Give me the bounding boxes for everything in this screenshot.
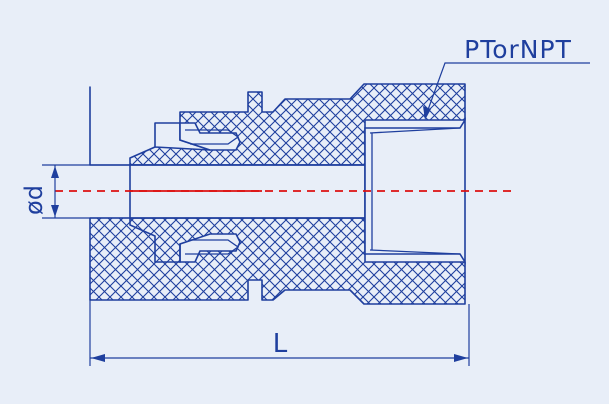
- collet-slot-bottom: [179, 233, 241, 263]
- left-nose-section: [129, 218, 181, 263]
- length-arrow-left: [91, 354, 105, 362]
- thread-callout-arrow: [423, 106, 431, 120]
- fitting-body-upper-half: [89, 83, 466, 166]
- diameter-arrow-top: [51, 166, 59, 178]
- collet-groove-top: [185, 129, 240, 145]
- thread-callout-leader: [424, 62, 590, 119]
- thread-callout-label: PTorNPT: [464, 35, 572, 64]
- diameter-arrow-bottom: [51, 205, 59, 217]
- collet-groove-bottom: [185, 239, 240, 255]
- fitting-body-lower-half: [89, 217, 466, 305]
- thread-inner-line-top: [369, 127, 461, 134]
- thread-inner-line-bottom: [369, 249, 461, 255]
- length-label: L: [273, 329, 288, 359]
- length-arrow-right: [454, 354, 468, 362]
- diameter-label: ød: [20, 185, 48, 215]
